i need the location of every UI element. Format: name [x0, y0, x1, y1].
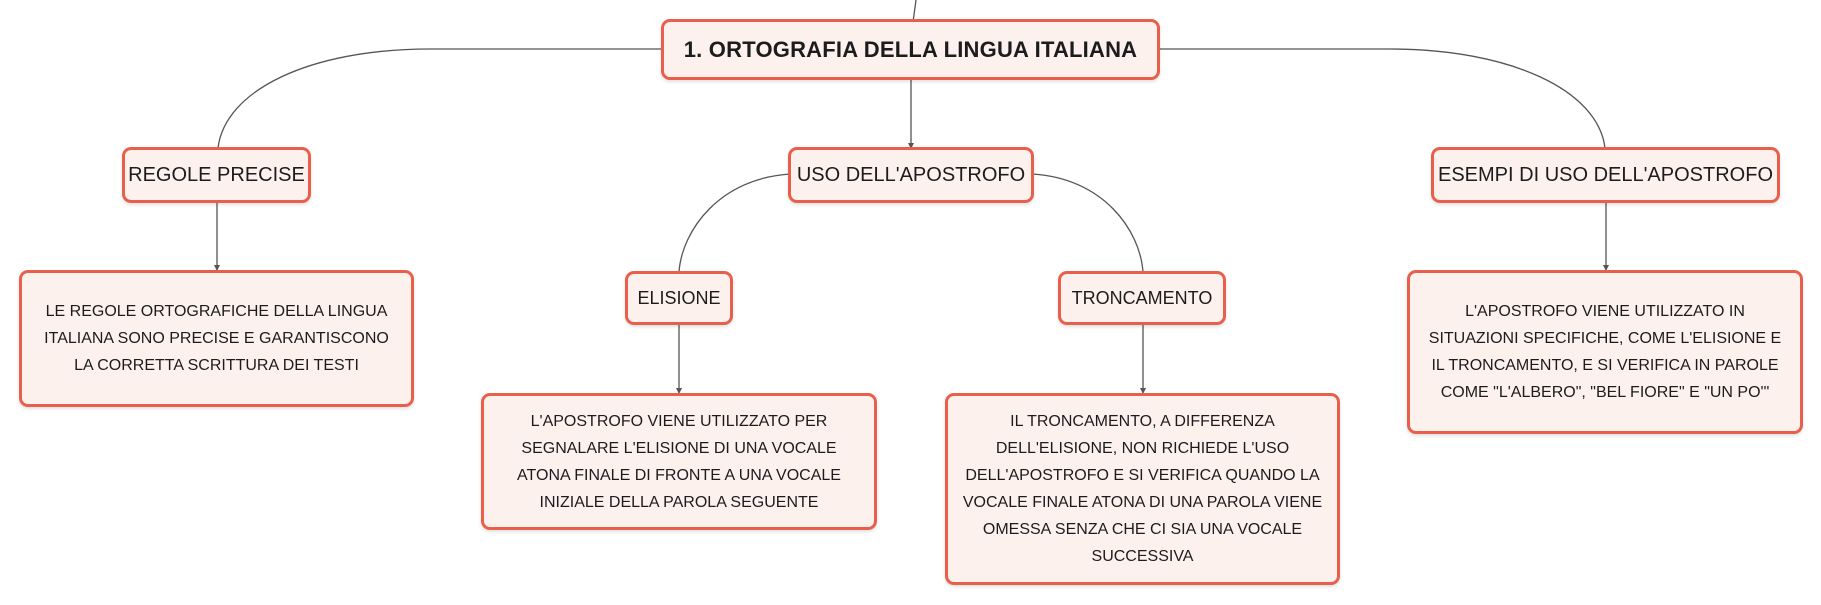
subtopic-troncamento-label: TRONCAMENTO [1071, 287, 1213, 308]
detail-regole-precise[interactable]: LE REGOLE ORTOGRAFICHE DELLA LINGUA ITAL… [19, 270, 414, 407]
arrow-elisione-detail [676, 388, 682, 394]
detail-elisione-text: L'APOSTROFO VIENE UTILIZZATO PER SEGNALA… [517, 412, 841, 511]
detail-esempi[interactable]: L'APOSTROFO VIENE UTILIZZATO IN SITUAZIO… [1407, 270, 1803, 434]
detail-elisione[interactable]: L'APOSTROFO VIENE UTILIZZATO PER SEGNALA… [481, 393, 877, 530]
arrow-troncamento-detail [1140, 388, 1146, 394]
connector-uso-elisione [678, 173, 792, 273]
topic-regole-precise[interactable]: REGOLE PRECISE [122, 147, 311, 203]
topic-regole-precise-label: REGOLE PRECISE [128, 163, 305, 186]
connector-root-regole [217, 48, 663, 149]
root-node-label: 1. ORTOGRAFIA DELLA LINGUA ITALIANA [683, 36, 1138, 62]
topic-esempi-apostrofo-label: ESEMPI DI USO DELL'APOSTROFO [1438, 163, 1773, 186]
arrow-root-uso [908, 143, 914, 149]
arrow-regole-detail [214, 265, 220, 271]
arrow-esempi-detail [1603, 265, 1609, 271]
connector-uso-troncamento [1031, 173, 1144, 273]
subtopic-troncamento[interactable]: TRONCAMENTO [1058, 271, 1226, 325]
detail-troncamento[interactable]: IL TRONCAMENTO, A DIFFERENZA DELL'ELISIO… [945, 393, 1340, 585]
connector-root-parent [912, 0, 917, 23]
subtopic-elisione[interactable]: ELISIONE [625, 271, 733, 325]
topic-esempi-apostrofo[interactable]: ESEMPI DI USO DELL'APOSTROFO [1431, 147, 1780, 203]
root-node[interactable]: 1. ORTOGRAFIA DELLA LINGUA ITALIANA [661, 19, 1160, 80]
detail-esempi-text: L'APOSTROFO VIENE UTILIZZATO IN SITUAZIO… [1428, 303, 1782, 401]
detail-regole-precise-text: LE REGOLE ORTOGRAFICHE DELLA LINGUA ITAL… [44, 303, 389, 374]
detail-troncamento-text: IL TRONCAMENTO, A DIFFERENZA DELL'ELISIO… [962, 413, 1323, 565]
connector-root-esempi [1158, 48, 1606, 149]
subtopic-elisione-label: ELISIONE [637, 287, 721, 308]
topic-uso-apostrofo-label: USO DELL'APOSTROFO [796, 163, 1026, 186]
topic-uso-apostrofo[interactable]: USO DELL'APOSTROFO [788, 147, 1034, 203]
